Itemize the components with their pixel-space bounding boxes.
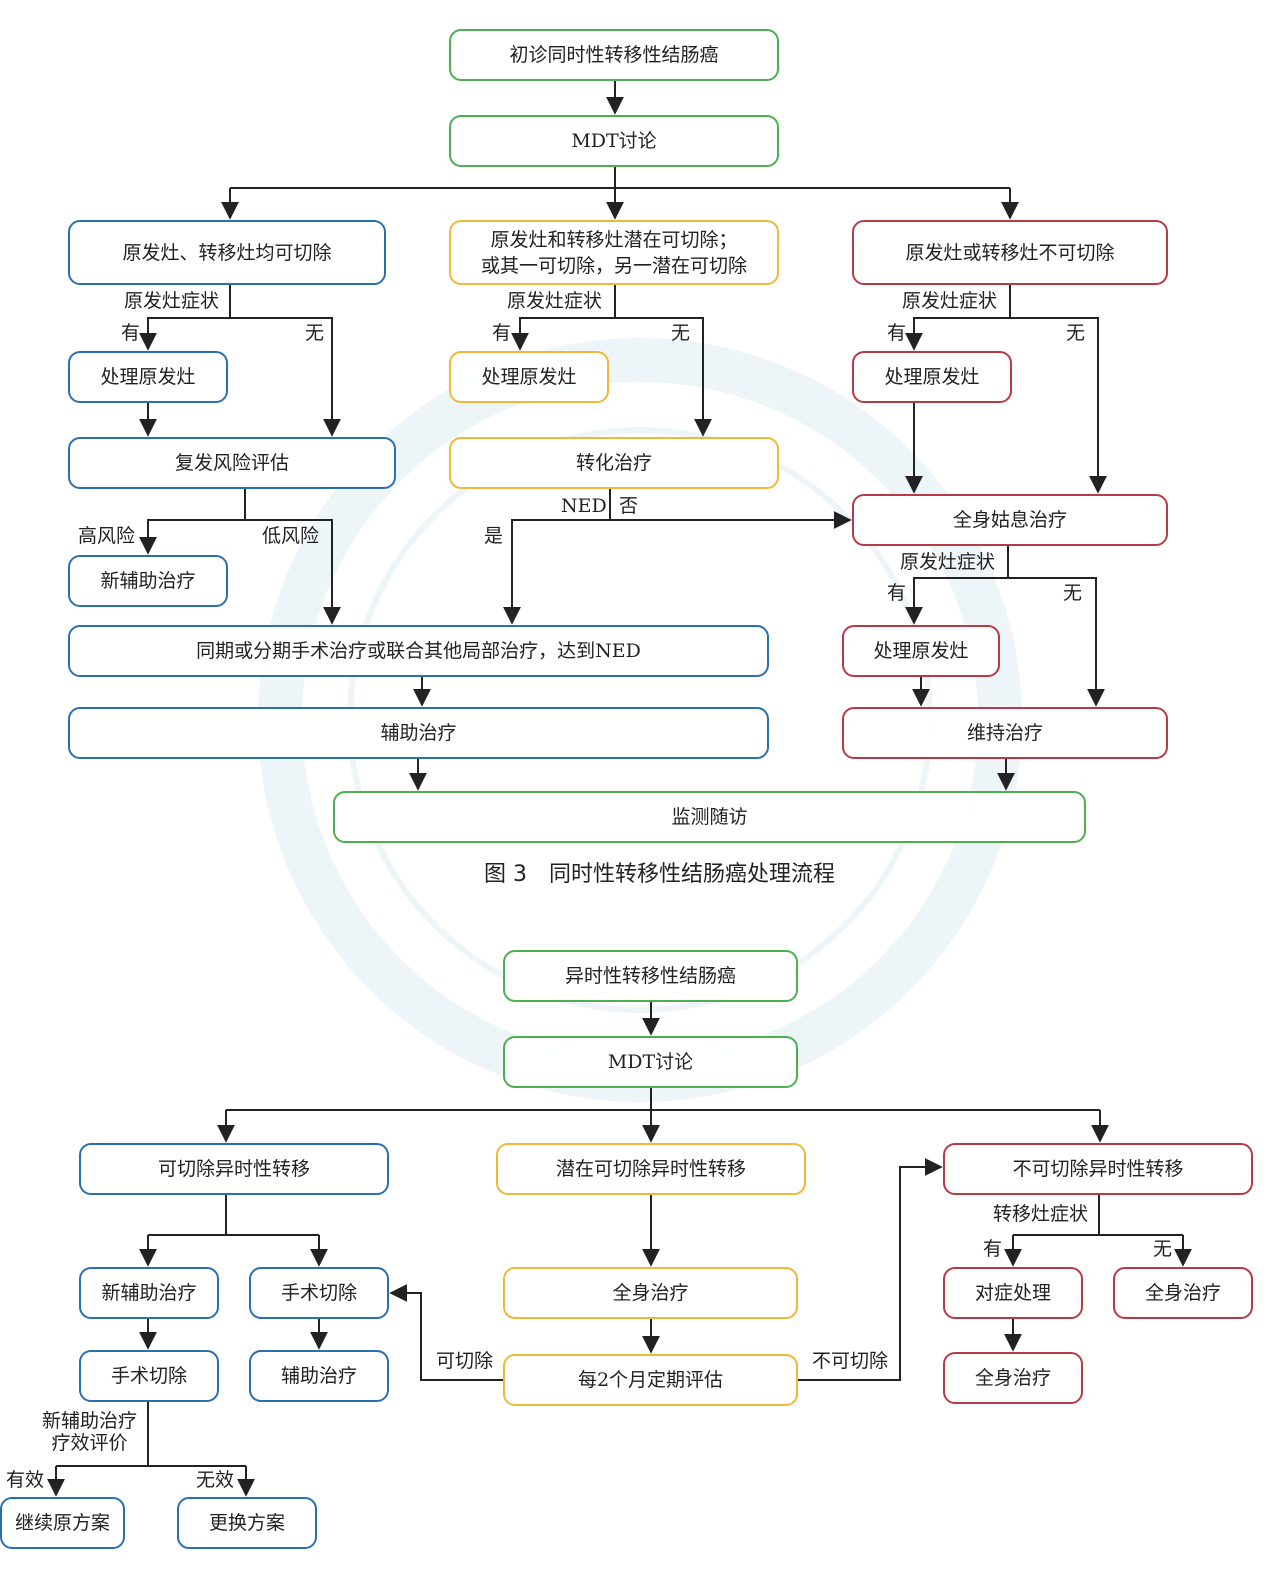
node-mdt-1: MDT讨论 (449, 115, 779, 167)
label-no-c: 无 (1066, 322, 1086, 344)
node-surgery-b: 手术切除 (79, 1350, 219, 1402)
label-symptom-d: 原发灶症状 (900, 551, 996, 573)
node-resectable: 原发灶、转移灶均可切除 (68, 220, 386, 285)
figure-3-caption: 图 3 同时性转移性结肠癌处理流程 (484, 862, 835, 887)
connector-9 (615, 317, 712, 437)
connector-10 (905, 285, 1011, 351)
label-no-d: 无 (1063, 582, 1083, 604)
connector-11 (1010, 317, 1107, 494)
node-change: 更换方案 (177, 1497, 317, 1549)
node-neoadjuvant: 新辅助治疗 (68, 555, 228, 607)
connector-43 (798, 1158, 943, 1381)
label-met-symptom: 转移灶症状 (993, 1203, 1089, 1225)
label-no-meta: 无 (1153, 1238, 1173, 1260)
node-metachronous: 异时性转移性结肠癌 (503, 950, 798, 1002)
node-adjuvant-2: 辅助治疗 (249, 1350, 389, 1402)
node-conversion-therapy: 转化治疗 (449, 437, 779, 489)
label-symptom-a: 原发灶症状 (124, 290, 220, 312)
node-surgery-a: 手术切除 (249, 1267, 389, 1319)
label-yes-d: 有 (887, 582, 907, 604)
node-adjuvant: 辅助治疗 (68, 707, 769, 759)
node-neoadjuvant-2: 新辅助治疗 (79, 1267, 219, 1319)
node-continue: 继续原方案 (0, 1497, 125, 1549)
connector-14 (245, 519, 341, 625)
label-is: 是 (484, 525, 504, 547)
node-treat-primary-d: 处理原发灶 (842, 625, 1000, 677)
node-evaluate: 每2个月定期评估 (503, 1354, 798, 1406)
label-yes-meta: 有 (983, 1238, 1003, 1260)
node-surgery-ned: 同期或分期手术治疗或联合其他局部治疗，达到NED (68, 625, 769, 677)
node-potential-meta: 潜在可切除异时性转移 (496, 1143, 806, 1195)
label-not: 否 (619, 495, 639, 517)
label-ned: NED (561, 495, 607, 517)
connector-6 (230, 317, 341, 437)
label-low-risk: 低风险 (262, 525, 320, 547)
node-resectable-meta: 可切除异时性转移 (79, 1143, 389, 1195)
label-symptom-c: 原发灶症状 (902, 290, 998, 312)
label-high-risk: 高风险 (78, 525, 136, 547)
connector-18 (905, 546, 1009, 625)
node-recurrence-risk: 复发风险评估 (68, 437, 396, 489)
label-ineffective: 无效 (196, 1469, 235, 1491)
node-followup: 监测随访 (333, 791, 1086, 843)
node-systemic-a: 全身治疗 (503, 1267, 798, 1319)
node-unresectable-meta: 不可切除异时性转移 (943, 1143, 1253, 1195)
connector-16 (503, 519, 610, 625)
label-no-a: 无 (305, 322, 325, 344)
connector-5 (139, 285, 231, 351)
node-treat-primary-b: 处理原发灶 (449, 351, 609, 403)
label-yes-c: 有 (887, 322, 907, 344)
connector-19 (1008, 577, 1105, 707)
label-no-b: 无 (671, 322, 691, 344)
node-potentially-resectable: 原发灶和转移灶潜在可切除； 或其一可切除，另一潜在可切除 (449, 220, 779, 285)
node-unresectable: 原发灶或转移灶不可切除 (852, 220, 1168, 285)
label-resectable: 可切除 (436, 1350, 494, 1372)
label-yes-b: 有 (492, 322, 512, 344)
label-neo-eval: 新辅助治疗 疗效评价 (42, 1410, 138, 1454)
node-systemic-c: 全身治疗 (943, 1352, 1083, 1404)
label-symptom-b: 原发灶症状 (507, 290, 603, 312)
node-treat-primary-c: 处理原发灶 (852, 351, 1012, 403)
label-unresectable: 不可切除 (812, 1350, 889, 1372)
node-treat-primary-a: 处理原发灶 (68, 351, 228, 403)
node-systemic-b: 全身治疗 (1113, 1267, 1253, 1319)
connector-8 (511, 285, 616, 351)
connector-13 (139, 489, 246, 555)
node-diagnosis: 初诊同时性转移性结肠癌 (449, 29, 779, 81)
label-effective: 有效 (6, 1469, 45, 1491)
node-palliative: 全身姑息治疗 (852, 494, 1168, 546)
connector-42 (389, 1284, 503, 1381)
label-yes-a: 有 (121, 322, 141, 344)
node-maintenance: 维持治疗 (842, 707, 1168, 759)
node-mdt-2: MDT讨论 (503, 1036, 798, 1088)
node-symptomatic: 对症处理 (943, 1267, 1083, 1319)
